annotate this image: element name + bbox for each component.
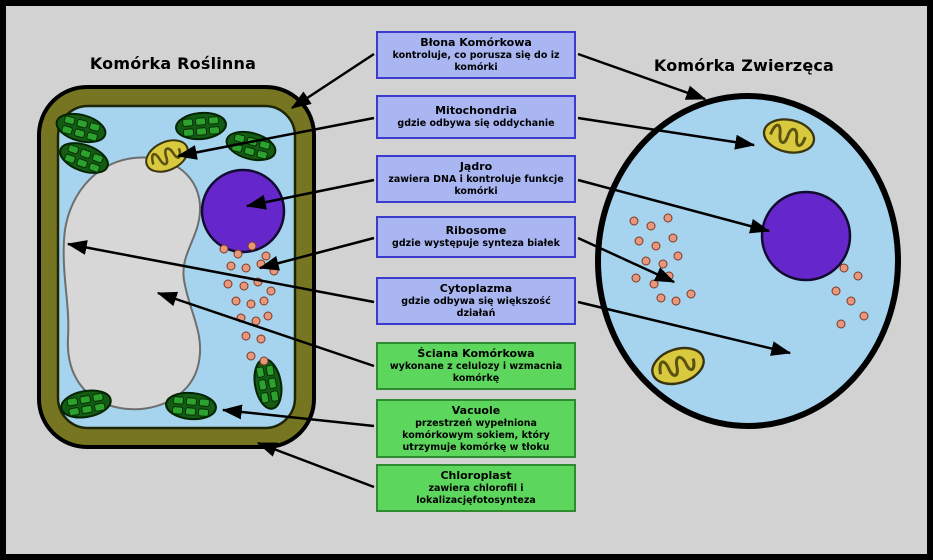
ribosome-dot: [839, 263, 849, 273]
ribosome-dot: [859, 311, 869, 321]
ribosome-dot: [266, 286, 276, 296]
label-desc: gdzie występuje synteza białek: [392, 237, 560, 249]
label-title: Błona Komórkowa: [420, 36, 532, 49]
ribosome-dot: [241, 263, 251, 273]
label-desc: zawiera DNA i kontroluje funkcje komórki: [388, 174, 564, 197]
ribosome-dot: [631, 273, 641, 283]
vacuole-shape: [62, 156, 202, 411]
ribosome-dot: [664, 271, 674, 281]
ribosome-dot: [634, 236, 644, 246]
ribosome-dot: [836, 319, 846, 329]
label-title: Jądro: [459, 160, 493, 174]
label-desc: gdzie odbywa się większość działań: [401, 295, 551, 319]
plant-nucleus: [200, 168, 286, 254]
ribosome-dot: [241, 331, 251, 341]
ribosome-dot: [663, 213, 673, 223]
label-desc: wykonane z celulozy i wzmacnia komórkę: [389, 361, 563, 384]
label-box-jadro: Jądro zawiera DNA i kontroluje funkcje k…: [376, 155, 576, 203]
animal-nucleus: [760, 190, 852, 282]
label-title: Chloroplast: [440, 469, 512, 483]
label-title: Cytoplazma: [439, 282, 513, 295]
ribosome-dot: [673, 251, 683, 261]
ribosome-dot: [247, 241, 257, 251]
ribosome-dot: [263, 311, 273, 321]
ribosome-dot: [253, 277, 263, 287]
label-desc: gdzie odbywa się oddychanie: [397, 117, 555, 129]
ribosome-dot: [671, 296, 681, 306]
ribosome-dot: [231, 296, 241, 306]
ribosome-dot: [686, 289, 696, 299]
ribosome-dot: [831, 286, 841, 296]
ribosome-dot: [236, 313, 246, 323]
ribosome-dot: [226, 261, 236, 271]
ribosome-dot: [668, 233, 678, 243]
label-box-cytoplazma: Cytoplazma gdzie odbywa się większość dz…: [376, 277, 576, 325]
ribosome-dot: [651, 241, 661, 251]
label-box-blona-komorkowa: Błona Komórkowa kontroluje, co porusza s…: [376, 31, 576, 79]
label-box-vacuole: Vacuole przestrzeń wypełniona komórkowym…: [376, 399, 576, 459]
ribosome-dot: [261, 251, 271, 261]
ribosome-dot: [641, 256, 651, 266]
animal-cell-title: Komórka Zwierzęca: [653, 56, 835, 75]
label-desc: zawiera chlorofil i lokalizacjęfotosynte…: [416, 483, 536, 506]
ribosome-dot: [656, 293, 666, 303]
ribosome-dot: [246, 351, 256, 361]
ribosome-dot: [259, 296, 269, 306]
label-box-mitochondria: Mitochondria gdzie odbywa się oddychanie: [376, 95, 576, 139]
label-box-sciana-komorkowa: Ściana Komórkowa wykonane z celulozy i w…: [376, 342, 576, 390]
label-title: Mitochondria: [435, 104, 517, 118]
label-title: Vacuole: [451, 404, 501, 417]
ribosome-dot: [239, 281, 249, 291]
ribosome-dot: [223, 279, 233, 289]
ribosome-dot: [629, 216, 639, 226]
ribosome-dot: [246, 299, 256, 309]
label-box-ribosome: Ribosome gdzie występuje synteza białek: [376, 216, 576, 258]
ribosome-dot: [649, 279, 659, 289]
label-box-chloroplast: Chloroplast zawiera chlorofil i lokaliza…: [376, 464, 576, 512]
label-title: Ribosome: [445, 224, 507, 238]
plant-cell-title: Komórka Roślinna: [89, 54, 257, 73]
ribosome-dot: [256, 334, 266, 344]
ribosome-dot: [846, 296, 856, 306]
plant-cell-illustration: [37, 85, 316, 449]
ribosome-dot: [233, 249, 243, 259]
ribosome-dot: [269, 266, 279, 276]
ribosome-dot: [259, 356, 269, 366]
ribosome-dot: [658, 259, 668, 269]
ribosome-dot: [256, 259, 266, 269]
label-desc: przestrzeń wypełniona komórkowym sokiem,…: [402, 417, 550, 453]
animal-cell-illustration: [595, 93, 901, 429]
label-title: Ściana Komórkowa: [417, 347, 535, 361]
label-desc: kontroluje, co porusza się do iz komórki: [392, 49, 560, 73]
ribosome-dot: [219, 244, 229, 254]
ribosome-dot: [853, 271, 863, 281]
ribosome-dot: [646, 221, 656, 231]
ribosome-dot: [251, 316, 261, 326]
